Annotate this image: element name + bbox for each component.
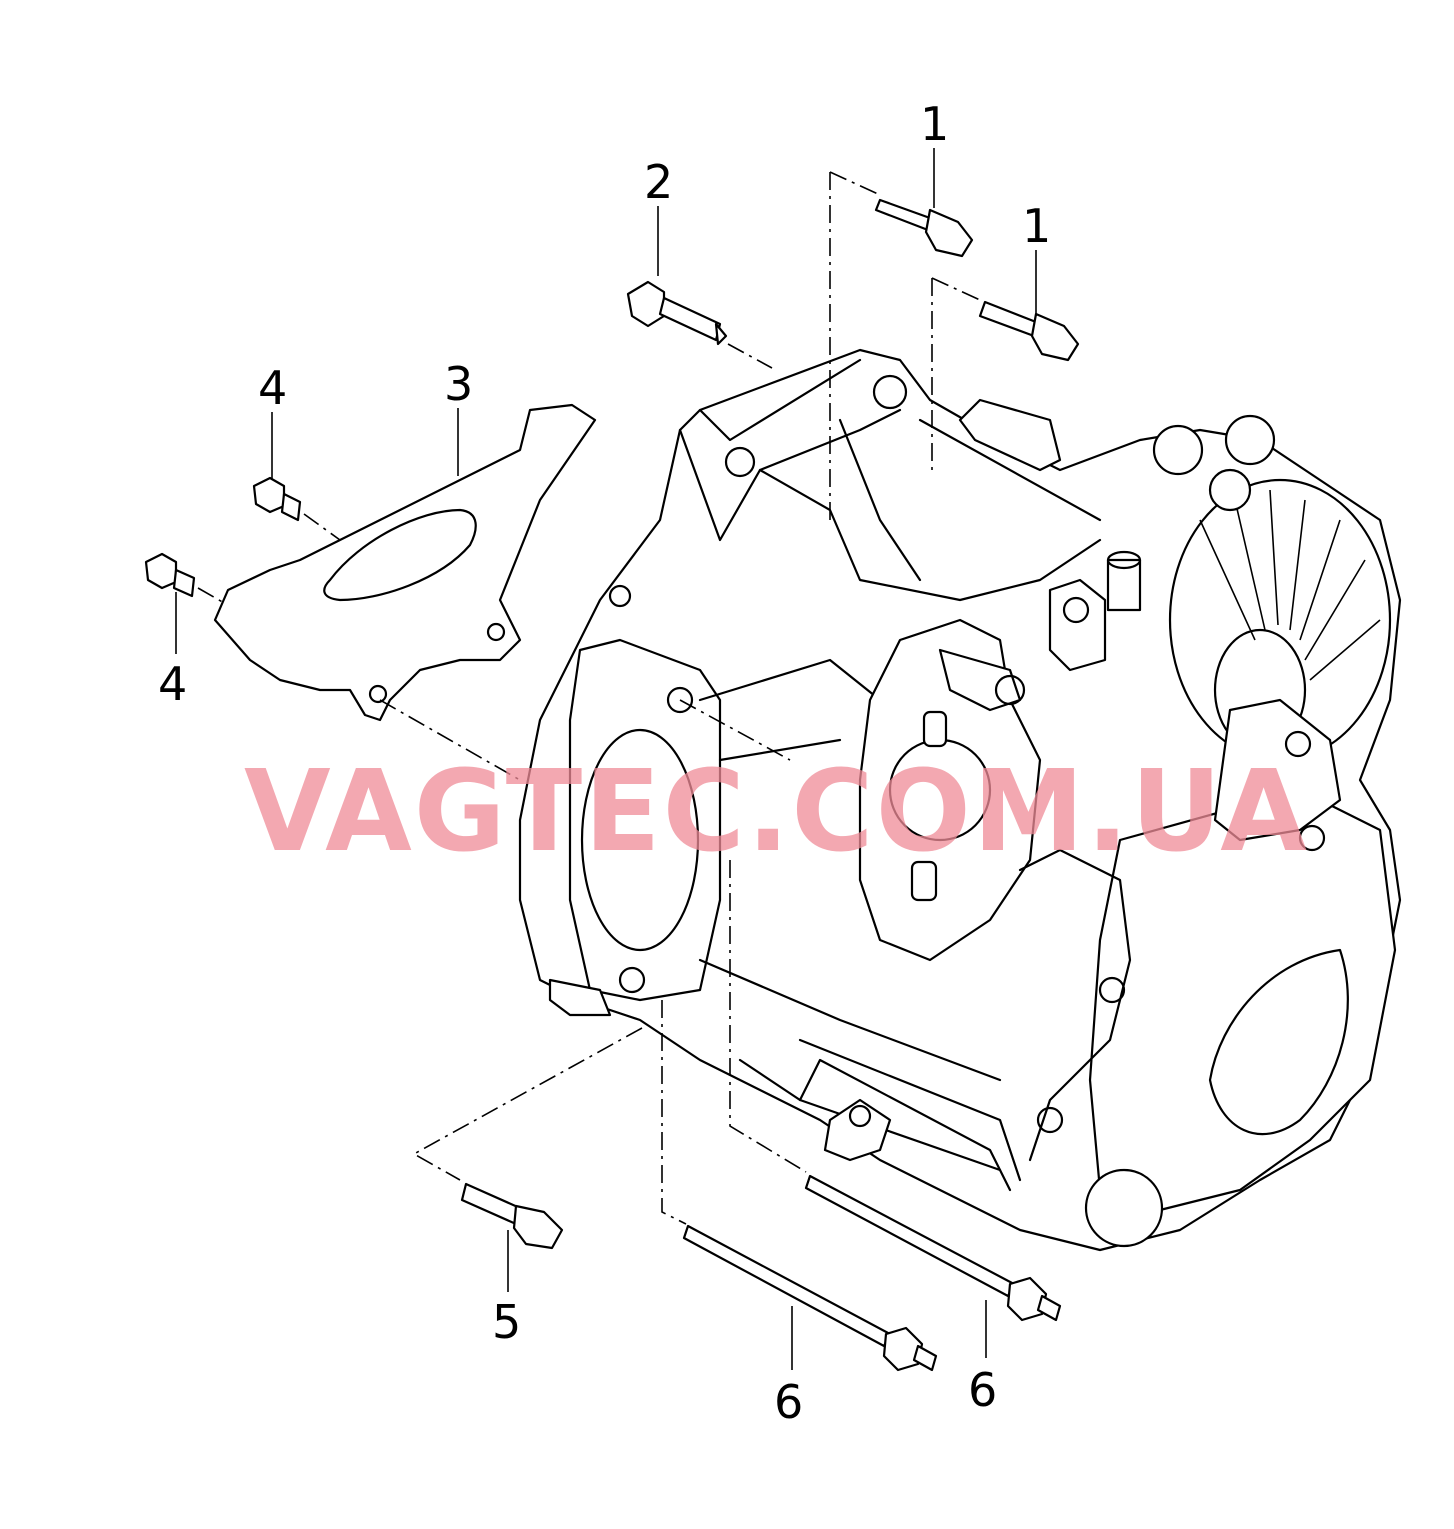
- callout-2: 2: [644, 155, 673, 209]
- stud-6-left: [682, 1224, 938, 1372]
- bolt-1-lower: [978, 300, 1080, 362]
- cover-plate: [213, 403, 597, 722]
- callout-3: 3: [444, 357, 473, 411]
- bolt-5: [460, 1182, 564, 1250]
- watermark: VAGTEC.COM.UA: [244, 747, 1309, 877]
- assembly-lines: [197, 171, 981, 1225]
- callout-1-lower: 1: [1022, 199, 1051, 253]
- stud-6-right: [804, 1174, 1062, 1322]
- leader-lines: [175, 148, 1037, 1370]
- callout-4-upper: 4: [258, 361, 287, 415]
- callouts: 1 1 2 3 4 4 5 6 6: [158, 97, 1051, 1429]
- bolt-4-upper: [252, 476, 302, 522]
- transmission-housing: [518, 348, 1402, 1252]
- bolt-1-upper: [874, 198, 974, 258]
- callout-6-left: 6: [774, 1375, 803, 1429]
- bolt-2: [626, 280, 728, 346]
- bolt-4-lower: [144, 552, 196, 598]
- callout-1-upper: 1: [920, 97, 949, 151]
- callout-4-lower: 4: [158, 657, 187, 711]
- callout-5: 5: [492, 1295, 521, 1349]
- callout-6-right: 6: [968, 1363, 997, 1417]
